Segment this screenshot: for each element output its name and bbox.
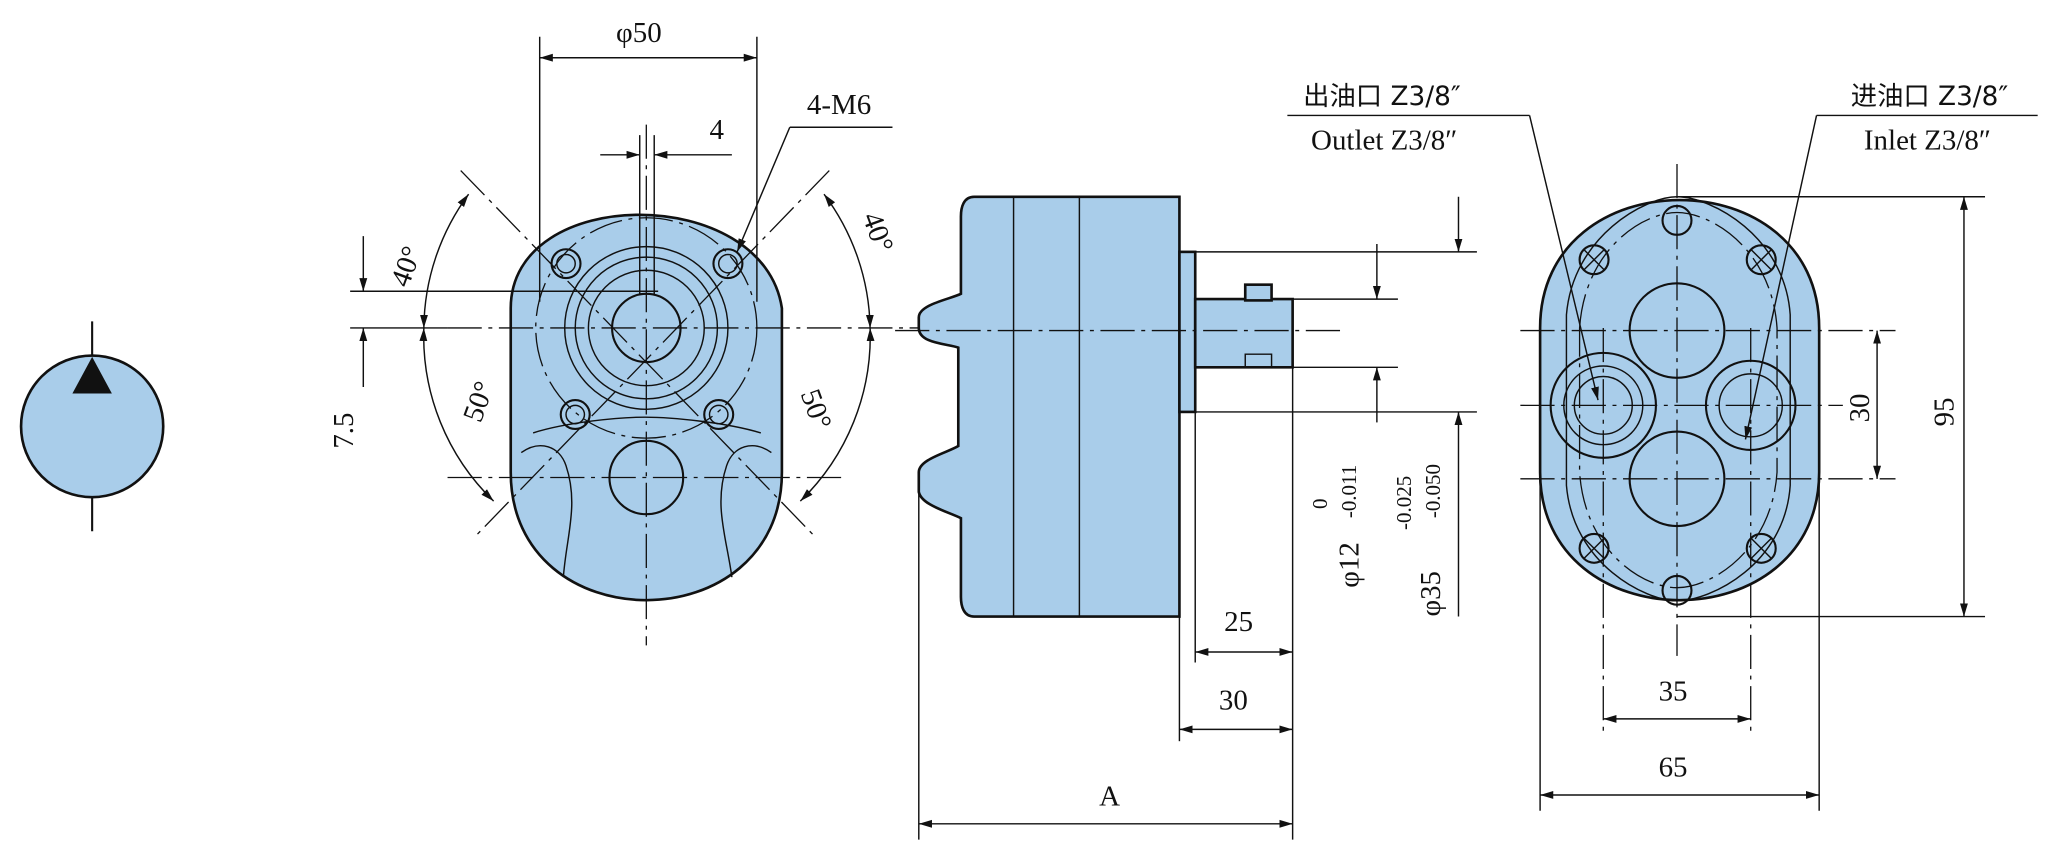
side-body xyxy=(917,195,1181,618)
dim-phi35: φ35 xyxy=(1415,571,1447,617)
side-dim-A: A xyxy=(1099,781,1120,813)
outlet-label-en: Outlet Z3/8″ xyxy=(1311,125,1457,157)
angle-bottom-left: 50° xyxy=(457,377,501,426)
angle-top-left: 40° xyxy=(385,242,429,291)
side-dim-30: 30 xyxy=(1219,685,1248,717)
dim-7-5: 7.5 xyxy=(328,413,360,449)
bolt-hole xyxy=(1745,532,1777,564)
hydraulic-pump-symbol-icon xyxy=(19,321,165,532)
dim-4: 4 xyxy=(710,114,724,146)
angle-top-right: 40° xyxy=(856,208,900,257)
dim-phi50: φ50 xyxy=(616,17,662,49)
rear-dim-30: 30 xyxy=(1844,394,1876,423)
rear-view: 出油口 Z3/8″ Outlet Z3/8″ 进油口 Z3/8″ Inlet Z… xyxy=(1287,82,2038,811)
bolt-hole xyxy=(1745,244,1777,276)
dim-phi12-lower: -0.011 xyxy=(1337,465,1361,518)
angle-bottom-right: 50° xyxy=(794,385,838,434)
bolt-hole xyxy=(559,399,591,431)
rear-dim-35: 35 xyxy=(1659,676,1688,708)
outlet-label-cn: 出油口 Z3/8″ xyxy=(1303,82,1461,112)
inlet-label-cn: 进油口 Z3/8″ xyxy=(1851,82,2009,112)
bolt-hole xyxy=(703,399,735,431)
inlet-label-en: Inlet Z3/8″ xyxy=(1864,125,1991,157)
rear-dim-65: 65 xyxy=(1659,752,1688,784)
front-view: φ50 4 4-M6 40° 40° 50° 50° 7.5 xyxy=(328,17,922,646)
side-dim-25: 25 xyxy=(1224,606,1253,638)
bolt-hole xyxy=(712,248,744,280)
dim-phi35-upper: -0.025 xyxy=(1392,476,1416,530)
dim-phi12: φ12 xyxy=(1333,542,1365,588)
bolt-hole xyxy=(1578,532,1610,564)
dim-phi12-upper: 0 xyxy=(1308,498,1332,508)
callout-4m6: 4-M6 xyxy=(807,89,871,121)
side-view: φ12 0 -0.011 φ35 -0.025 -0.050 25 30 A xyxy=(895,195,1477,840)
dim-phi35-lower: -0.050 xyxy=(1421,464,1445,518)
bolt-hole xyxy=(1578,244,1610,276)
rear-dim-95: 95 xyxy=(1928,398,1960,427)
